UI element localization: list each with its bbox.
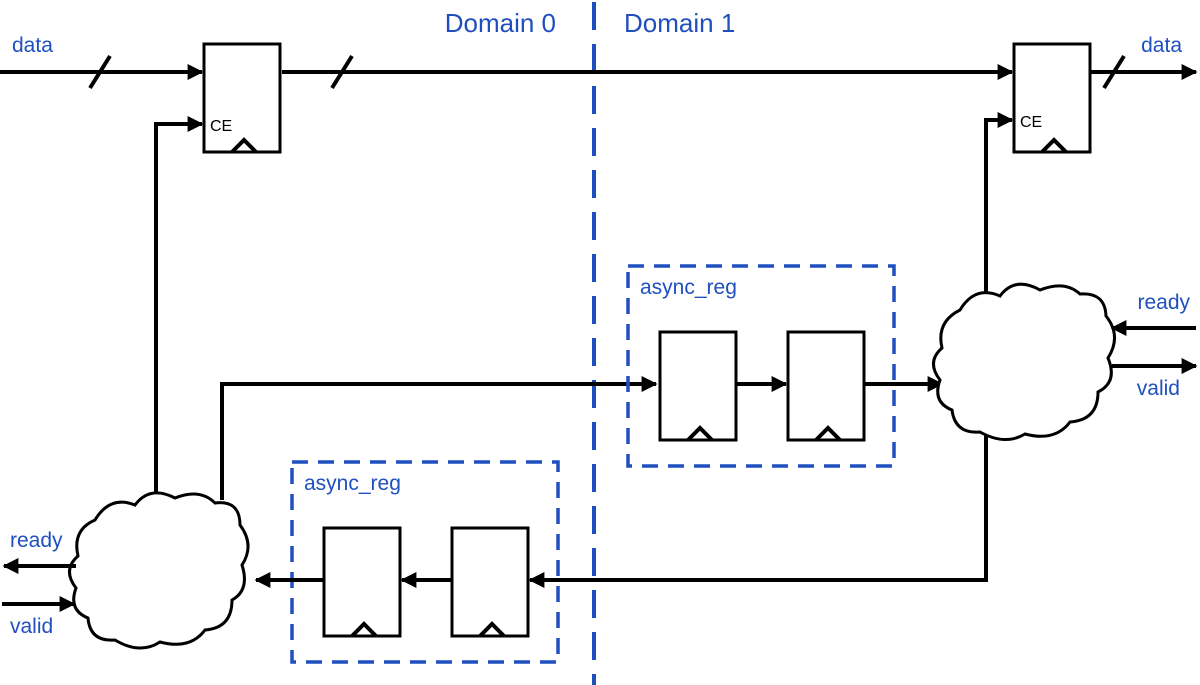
async-reg-label-bottom: async_reg	[304, 472, 401, 495]
domain-0-label: Domain 0	[445, 8, 556, 38]
control-logic-cloud-right	[932, 282, 1116, 441]
data-in-label: data	[12, 34, 53, 57]
domain-1-label: Domain 1	[624, 8, 735, 38]
data-out-label: data	[1141, 34, 1182, 57]
sync-ff-bottom-2	[450, 526, 530, 638]
clock-edge-icon	[350, 621, 378, 638]
ready-right-label: ready	[1137, 291, 1190, 314]
ack-return-wire	[528, 420, 988, 588]
sync-ff-top-2	[786, 330, 866, 442]
bus-slash-3	[1102, 54, 1126, 90]
bus-slash-2	[330, 54, 354, 90]
clock-edge-icon	[686, 425, 714, 442]
ce-wire-right	[984, 112, 1014, 300]
ready-left-label: ready	[10, 529, 63, 552]
clock-edge-icon	[478, 621, 506, 638]
valid-right-label: valid	[1137, 377, 1180, 400]
ce-label-left: CE	[210, 118, 232, 135]
async-reg-label-top: async_reg	[640, 276, 737, 299]
clock-edge-icon	[1040, 137, 1068, 154]
sync-ff-bottom-1	[322, 526, 402, 638]
req-forward-wire	[220, 376, 658, 500]
valid-left-label: valid	[10, 615, 53, 638]
dest-data-register	[1012, 42, 1092, 154]
control-logic-cloud-left	[68, 491, 250, 650]
ce-wire-left	[154, 116, 204, 500]
sync-ff-top-1	[658, 330, 738, 442]
clock-edge-icon	[230, 137, 258, 154]
ce-label-right: CE	[1020, 114, 1042, 131]
async-reg-block-bottom	[290, 460, 560, 664]
bus-slash-1	[88, 54, 112, 90]
source-data-register	[202, 42, 282, 154]
async-reg-block-top	[626, 264, 896, 468]
clock-edge-icon	[814, 425, 842, 442]
